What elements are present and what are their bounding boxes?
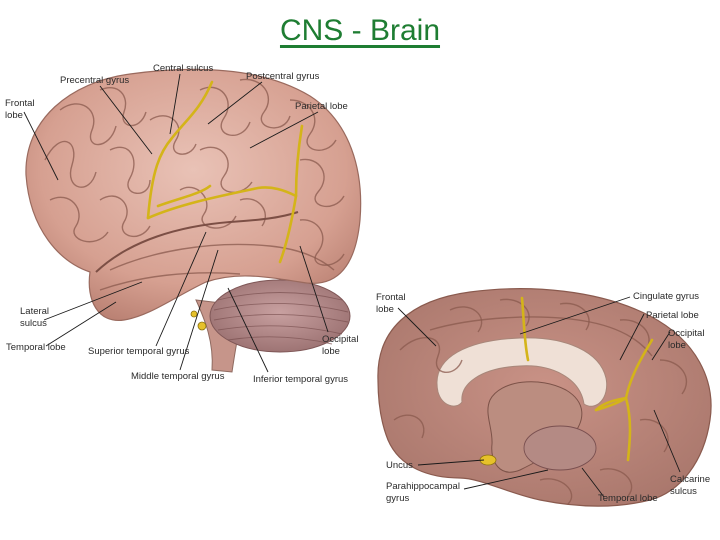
medial-gyri — [393, 298, 688, 505]
label-frontal-lobe: Frontal lobe — [5, 98, 37, 121]
label-inferior-temporal-gyrus: Inferior temporal gyrus — [253, 374, 348, 385]
lateral-lobe-boundaries — [146, 80, 304, 264]
label-temporal-lobe: Temporal lobe — [6, 342, 66, 353]
label-medial-frontal-lobe: Frontal lobe — [376, 292, 408, 315]
medial-brain-view — [377, 288, 712, 507]
label-postcentral-gyrus: Postcentral gyrus — [246, 71, 320, 82]
label-calcarine-sulcus: Calcarine sulcus — [670, 474, 713, 497]
label-precentral-gyrus: Precentral gyrus — [60, 75, 129, 86]
label-middle-temporal-gyrus: Middle temporal gyrus — [131, 371, 225, 382]
corpus-callosum — [436, 337, 608, 407]
medial-labels: Frontal lobe Cingulate gyrus Parietal lo… — [376, 291, 713, 504]
label-lateral-sulcus: Lateral sulcus — [20, 306, 52, 329]
lateral-sulcus-line — [95, 211, 299, 273]
lateral-gyri — [44, 78, 345, 291]
page-title: CNS - Brain — [279, 14, 441, 47]
label-uncus: Uncus — [386, 460, 413, 471]
lateral-marker-2 — [190, 310, 198, 318]
label-superior-temporal-gyrus: Superior temporal gyrus — [88, 346, 190, 357]
label-parietal-lobe: Parietal lobe — [295, 101, 348, 112]
leader-lines — [23, 73, 681, 498]
label-medial-temporal-lobe: Temporal lobe — [598, 493, 658, 504]
label-central-sulcus: Central sulcus — [153, 63, 213, 74]
cerebellum — [209, 279, 351, 353]
lateral-labels: Frontal lobe Precentral gyrus Central su… — [5, 63, 361, 385]
label-medial-occipital-lobe: Occipital lobe — [668, 328, 707, 351]
label-occipital-lobe: Occipital lobe — [322, 334, 361, 357]
medial-lobe-boundaries — [520, 296, 654, 462]
label-cingulate-gyrus: Cingulate gyrus — [633, 291, 699, 302]
label-parahippocampal-gyrus: Parahippocampal gyrus — [386, 481, 463, 504]
lateral-brain-view — [25, 68, 362, 373]
medial-cerebellum — [523, 425, 597, 471]
cerebellum-folia — [213, 292, 349, 345]
lateral-olive-marker — [197, 321, 207, 331]
label-medial-parietal-lobe: Parietal lobe — [646, 310, 699, 321]
